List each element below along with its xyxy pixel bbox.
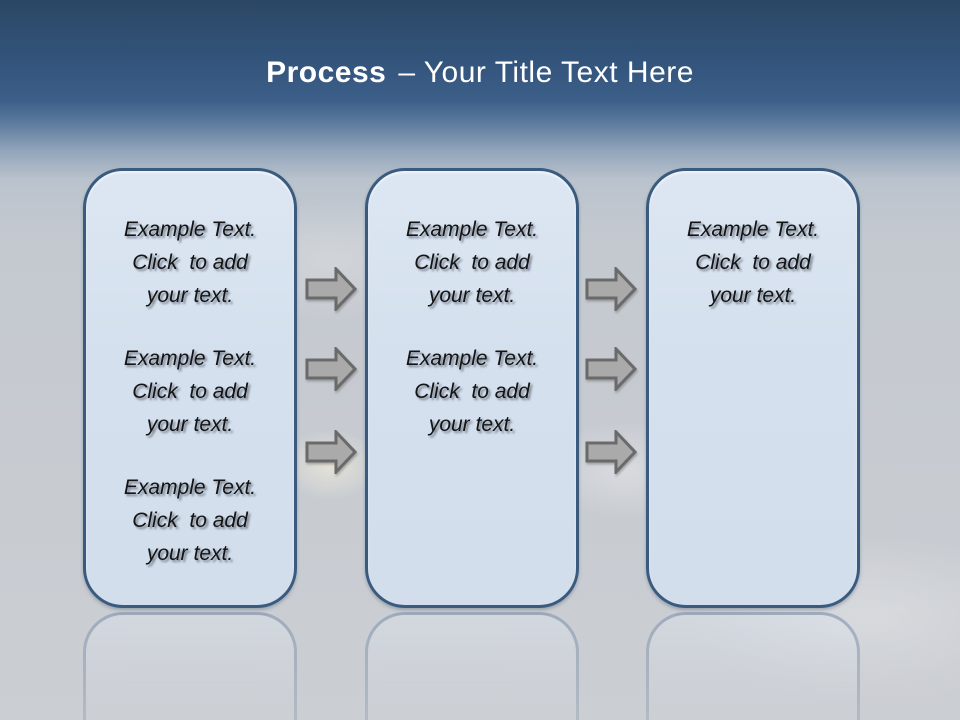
placeholder-line: Click to add [414, 380, 530, 403]
placeholder-line: Example Text. [405, 218, 539, 241]
process-box-step-1[interactable]: Example Text. Click to add your text. Ex… [83, 168, 297, 608]
text-placeholder[interactable]: Example Text. Click to add your text. [86, 471, 294, 570]
placeholder-line: Click to add [414, 251, 530, 274]
text-placeholder[interactable]: Example Text. Click to add your text. [649, 213, 857, 312]
placeholder-line: Example Text. [686, 218, 820, 241]
placeholder-line: your text. [428, 413, 516, 436]
text-placeholder[interactable]: Example Text. Click to add your text. [86, 342, 294, 441]
box-reflection [365, 612, 579, 720]
placeholder-line: Example Text. [123, 476, 257, 499]
placeholder-line: your text. [146, 413, 234, 436]
process-box-step-2[interactable]: Example Text. Click to add your text. Ex… [365, 168, 579, 608]
arrow-right-icon [585, 430, 637, 474]
placeholder-line: Click to add [695, 251, 811, 274]
arrow-right-icon [585, 347, 637, 391]
box-reflection [646, 612, 860, 720]
placeholder-line: Click to add [132, 509, 248, 532]
placeholder-line: Click to add [132, 251, 248, 274]
text-placeholder[interactable]: Example Text. Click to add your text. [368, 342, 576, 441]
placeholder-line: Example Text. [123, 347, 257, 370]
arrow-right-icon [305, 430, 357, 474]
placeholder-line: Example Text. [123, 218, 257, 241]
text-placeholder[interactable]: Example Text. Click to add your text. [86, 213, 294, 312]
placeholder-line: your text. [428, 284, 516, 307]
arrow-right-icon [585, 267, 637, 311]
slide-title-emphasis: Process [266, 56, 387, 89]
slide-title[interactable]: Process – Your Title Text Here [0, 54, 960, 92]
process-box-step-3[interactable]: Example Text. Click to add your text. [646, 168, 860, 608]
placeholder-line: Click to add [132, 380, 248, 403]
slide-title-rest: – Your Title Text Here [398, 56, 694, 89]
placeholder-line: Example Text. [405, 347, 539, 370]
arrow-right-icon [305, 347, 357, 391]
placeholder-line: your text. [709, 284, 797, 307]
arrow-right-icon [305, 267, 357, 311]
box-reflection [83, 612, 297, 720]
text-placeholder[interactable]: Example Text. Click to add your text. [368, 213, 576, 312]
placeholder-line: your text. [146, 542, 234, 565]
placeholder-line: your text. [146, 284, 234, 307]
